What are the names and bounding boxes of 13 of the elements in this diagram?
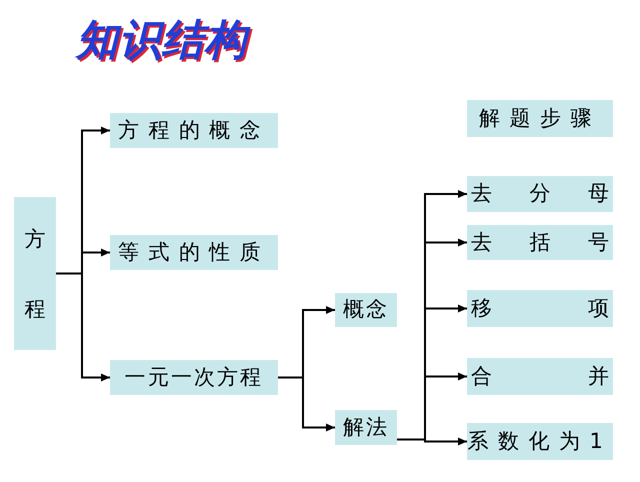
text-box: 合并 [467,358,613,395]
text-box: 系数化为1 [467,423,613,460]
text-box: 移项 [467,290,613,327]
text-box: 去括号 [467,225,613,260]
text-box: 去分母 [467,176,613,212]
text-box: 一元一次方程 [110,360,278,395]
arrow [397,438,467,446]
text-box: 等式的性质 [110,235,278,270]
text-box: 解法 [335,410,397,445]
text-box: 方程的概念 [110,113,278,148]
text-box: 方程 [14,197,56,350]
text-box: 解题步骤 [467,100,613,137]
text-box: 概念 [335,293,397,327]
